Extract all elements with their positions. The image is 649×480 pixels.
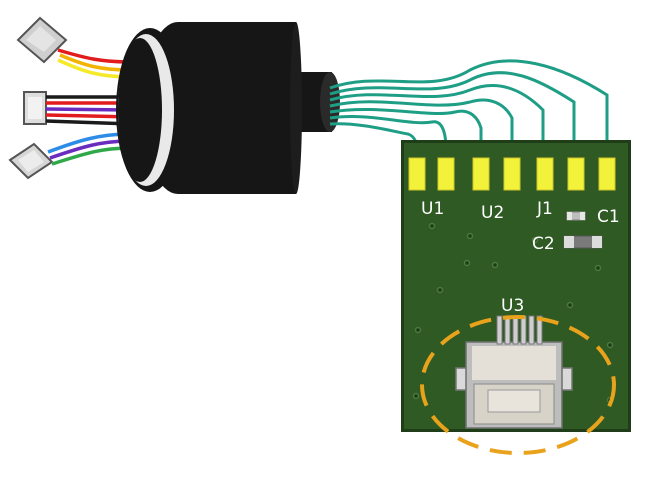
label-u2: U2 [481, 203, 504, 223]
label-j1: J1 [536, 199, 553, 219]
label-u1: U1 [421, 199, 444, 219]
pad [536, 157, 554, 191]
pcb-board: U1 U2 J1 C1 C2 U3 [401, 140, 631, 455]
pad [503, 157, 521, 191]
jst-connector-middle [23, 91, 47, 125]
fpc-connector-icon [455, 315, 573, 429]
pad [598, 157, 616, 191]
round-cable-icon [116, 22, 340, 194]
capacitor-c1 [566, 211, 586, 221]
highlight-ellipse [420, 315, 616, 455]
pad [408, 157, 426, 191]
cable-to-pcb-wires [329, 59, 609, 151]
jst-connector-bottom [8, 142, 54, 180]
label-c1: C1 [597, 207, 620, 227]
pad [472, 157, 490, 191]
pad [567, 157, 585, 191]
label-u3: U3 [501, 296, 524, 316]
pad [437, 157, 455, 191]
jst-connector-top [16, 16, 68, 64]
label-c2: C2 [532, 234, 555, 254]
capacitor-c2 [563, 235, 603, 249]
solder-pads [408, 157, 616, 191]
